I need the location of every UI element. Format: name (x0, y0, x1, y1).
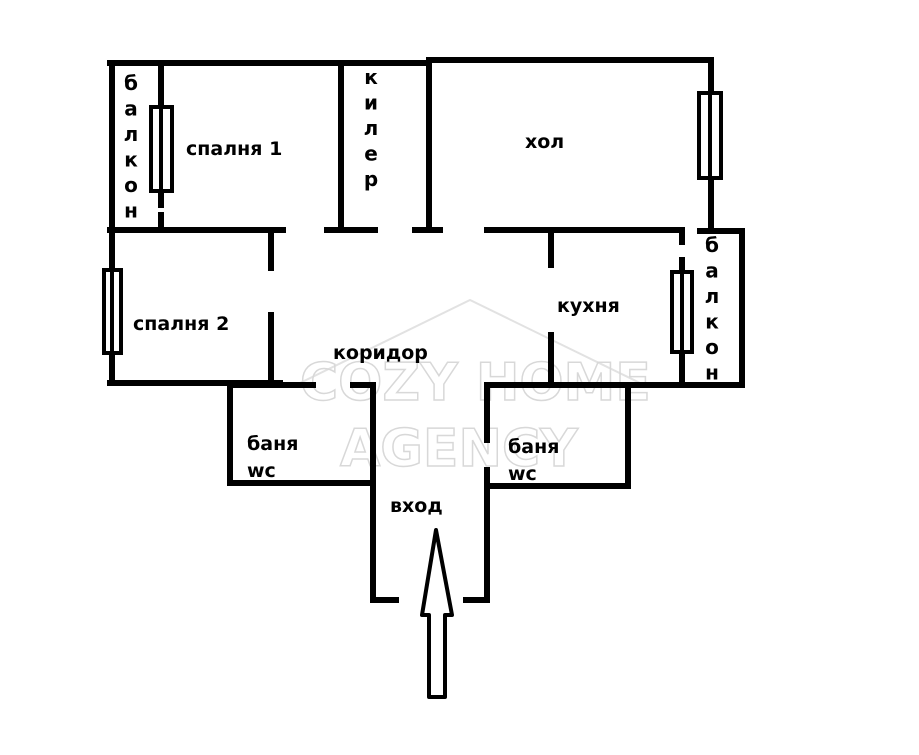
kitchen-label: кухня (557, 295, 620, 317)
vertical-letter: л (364, 116, 379, 140)
bath-left-line1: баня (247, 433, 298, 455)
bath-left-line2: wc (247, 460, 276, 482)
vertical-letter: а (705, 259, 719, 283)
vertical-letter: к (124, 148, 138, 172)
vertical-letter: а (124, 97, 138, 121)
vertical-letter: о (124, 173, 138, 197)
corridor-label: коридор (333, 342, 428, 364)
vertical-letter: н (705, 361, 719, 385)
vertical-letter: и (364, 91, 378, 115)
bath-right-line1: баня (508, 436, 559, 458)
walls (107, 57, 745, 603)
vertical-letter: к (364, 65, 378, 89)
windows (102, 91, 723, 355)
vertical-letter: е (364, 142, 378, 166)
bedroom1-label: спалня 1 (186, 138, 282, 160)
vertical-letter: б (124, 71, 138, 95)
vertical-letter: к (705, 310, 719, 334)
entrance-label: вход (390, 495, 443, 517)
vertical-letter: о (705, 335, 719, 359)
vertical-letter: б (705, 233, 719, 257)
watermark: COZY HOME AGENCY (299, 298, 652, 480)
living-room-label: хол (525, 131, 564, 153)
bedroom2-label: спалня 2 (133, 313, 229, 335)
bath-right-line2: wc (508, 463, 537, 485)
vertical-letter: р (364, 167, 378, 191)
vertical-letter: л (124, 122, 139, 146)
vertical-letter: л (705, 284, 720, 308)
vertical-letter: н (124, 199, 138, 223)
arrow-up-icon (420, 528, 454, 699)
watermark-house-icon (299, 298, 641, 384)
watermark-line2: AGENCY (340, 419, 579, 479)
